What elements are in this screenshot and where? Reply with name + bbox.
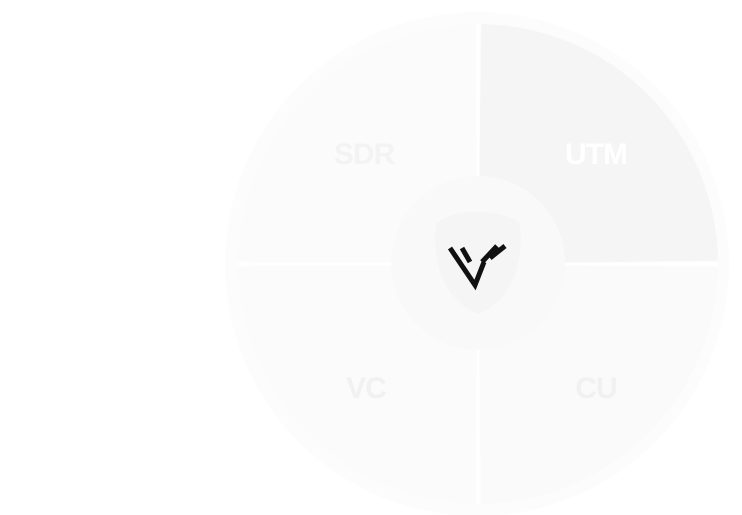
segment-label-top-left: SDR [334,138,396,171]
shield-icon [435,212,521,314]
center-hub [391,176,565,350]
segment-label-bottom-right: CU [575,372,616,405]
segment-label-top-right: UTM [565,138,627,171]
segment-label-bottom-left: VC [346,372,386,405]
wv-logo-icon [447,244,507,291]
